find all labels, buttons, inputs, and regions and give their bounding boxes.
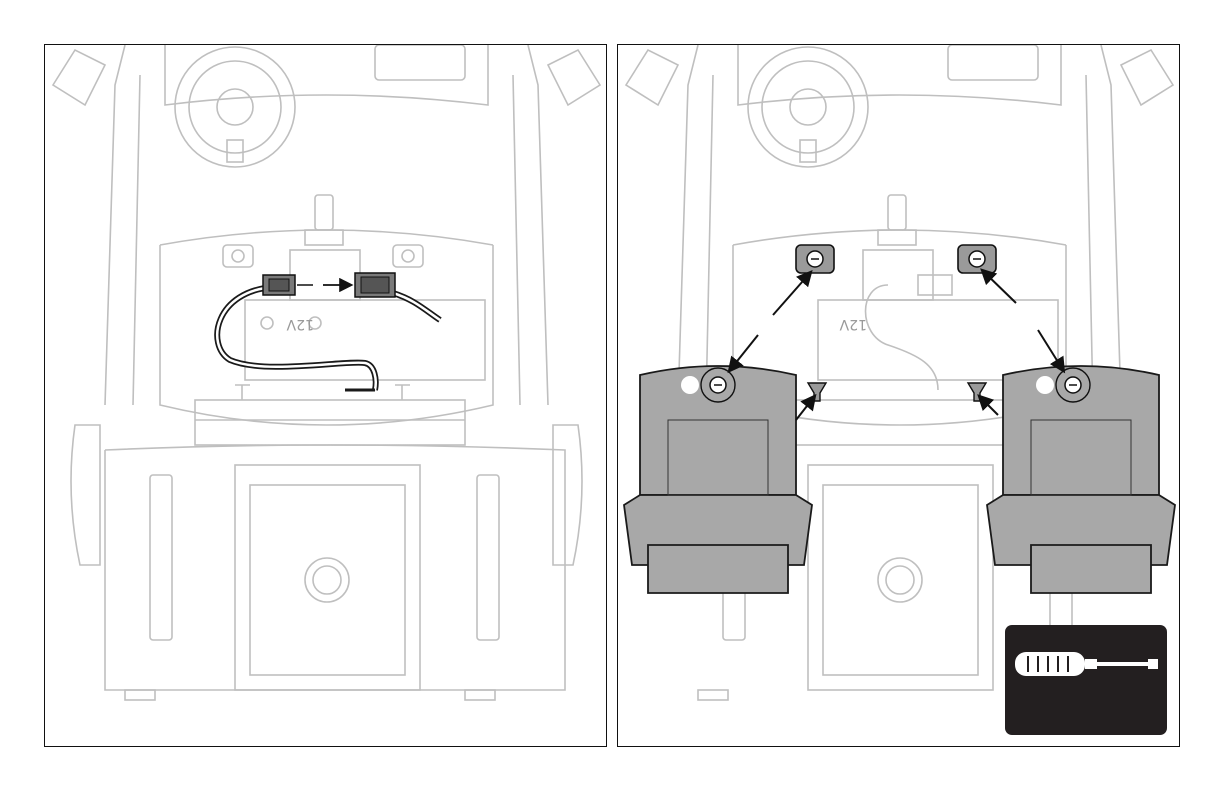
vehicle-top-view-illustration: 12V [45,45,607,747]
seat-clip-left [808,383,826,401]
wire-harness [217,287,440,390]
battery-voltage-label: 12V [839,316,867,332]
left-mirror-icon [53,50,105,105]
connector-socket-icon [355,273,395,297]
vehicle-seats-illustration: 12V [618,45,1180,747]
seat-clip-right [968,383,986,401]
tool-card [1005,625,1167,735]
seat-icon [624,366,812,593]
panel-connect-wires: 12V [44,44,607,747]
right-mirror-icon [548,50,600,105]
connector-plug-icon [263,275,295,295]
steering-wheel-icon [175,47,295,167]
seat-mount-left [796,245,834,273]
steering-wheel-icon [748,47,868,167]
panel-attach-seats: 12V [617,44,1180,747]
seat-mount-right [958,245,996,273]
vehicle-outline [53,45,600,700]
battery-voltage-label: 12V [286,316,314,332]
seat-icon [987,366,1175,593]
